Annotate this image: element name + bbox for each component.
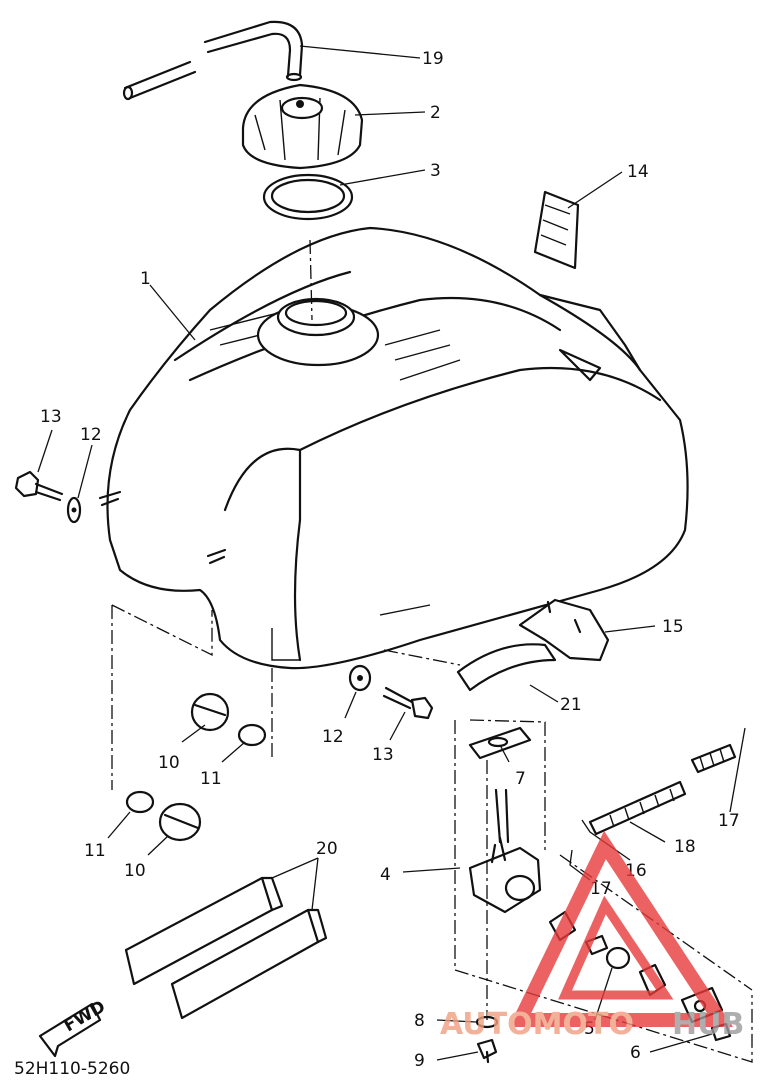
tank-covers (456, 598, 610, 692)
callout-9: 9 (414, 1051, 425, 1071)
fwd-arrow-icon: FWD (38, 997, 109, 1058)
callout-17-right: 17 (718, 811, 740, 831)
callout-3: 3 (430, 161, 441, 181)
damper-collar-set (125, 692, 267, 842)
watermark-logo: AUTOMOTO HUB (440, 830, 744, 1042)
tank-emblem (533, 190, 580, 270)
fuel-tank (98, 226, 689, 670)
callout-8: 8 (414, 1011, 425, 1031)
callout-10-upper: 10 (158, 753, 180, 773)
callout-19: 19 (422, 49, 444, 69)
callout-1: 1 (140, 269, 151, 289)
callout-17-center: 17 (590, 879, 612, 899)
leader-lines (37, 45, 746, 1061)
callout-10-lower: 10 (124, 861, 146, 881)
callout-21: 21 (560, 695, 582, 715)
drawing-code: 52H110-5260 (14, 1059, 130, 1079)
callout-18: 18 (674, 837, 696, 857)
callout-13-right: 13 (372, 745, 394, 765)
callout-20: 20 (316, 839, 338, 859)
bolt-washer-right (348, 664, 434, 720)
callout-15: 15 (662, 617, 684, 637)
watermark-text-left: AUTOMOTO (440, 1007, 634, 1042)
watermark-text-right: HUB (672, 1007, 744, 1042)
callout-12-right: 12 (322, 727, 344, 747)
callout-11-lower: 11 (84, 841, 106, 861)
callout-12-left: 12 (80, 425, 102, 445)
bolt-washer-left (14, 470, 82, 524)
callout-13-left: 13 (40, 407, 62, 427)
callout-6: 6 (630, 1043, 641, 1063)
fuel-breather-hose (122, 20, 304, 101)
callout-2: 2 (430, 103, 441, 123)
callout-11-upper: 11 (200, 769, 222, 789)
callout-14: 14 (627, 162, 649, 182)
insulator-pads (124, 876, 328, 1020)
fuel-cap (241, 83, 364, 170)
cap-gasket (262, 173, 354, 221)
callout-4: 4 (380, 865, 391, 885)
callout-labels: 19 2 3 14 1 13 12 15 21 12 13 10 11 7 17… (14, 49, 740, 1079)
callout-5: 5 (584, 1019, 595, 1039)
callout-7: 7 (515, 769, 526, 789)
